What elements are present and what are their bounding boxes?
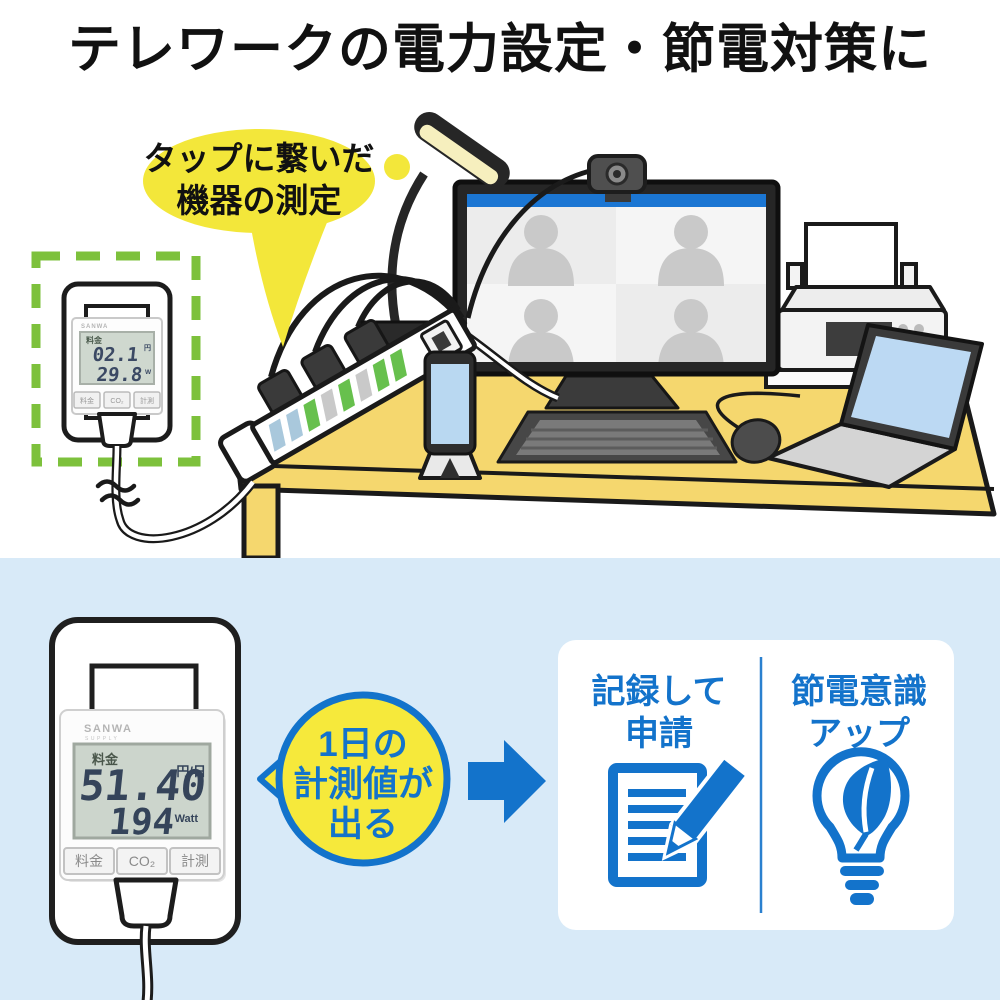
benefit2-line1: 節電意識 xyxy=(791,673,927,711)
result-section: SANWA SUPPLY 料金 51.40 円/日 194 Watt 料金 CO… xyxy=(0,558,1000,1000)
device-button-measure: 計測 xyxy=(181,853,209,869)
mini-button-co2: CO₂ xyxy=(110,398,124,405)
device-brand: SANWA xyxy=(84,723,132,735)
wall-outlet-highlight: SANWA 料金 02.1 円 29.8 W 料金 CO₂ 計測 xyxy=(31,251,257,544)
benefit-eco: 節電意識 アップ xyxy=(791,673,927,905)
device-watt-value: 194 xyxy=(107,801,176,843)
laptop xyxy=(715,323,984,489)
cord-break-squiggle xyxy=(95,479,141,507)
mini-watt-checker: SANWA 料金 02.1 円 29.8 W 料金 CO₂ 計測 xyxy=(71,317,163,415)
result-line2: 計測値が xyxy=(293,765,433,804)
callout-line1: タップに繋いだ xyxy=(144,140,375,177)
device-watt-unit: Watt xyxy=(175,813,199,825)
desk-scene: SANWA 料金 02.1 円 29.8 W 料金 CO₂ 計測 xyxy=(31,20,997,561)
benefit1-line2: 申請 xyxy=(625,714,693,753)
mini-cost-unit: 円 xyxy=(144,344,151,352)
power-strip xyxy=(218,307,477,484)
right-arrow-icon xyxy=(468,740,546,823)
callout-line2: 機器の測定 xyxy=(177,182,342,219)
device-button-co2: CO₂ xyxy=(129,853,155,869)
desk-lamp xyxy=(384,112,510,327)
mini-button-measure: 計測 xyxy=(140,396,154,405)
smartphone xyxy=(418,350,482,480)
webcam xyxy=(465,154,647,319)
benefit-record: 記録して 申請 xyxy=(592,672,751,887)
lamp-glow xyxy=(384,154,410,180)
mini-button-cost: 料金 xyxy=(80,396,94,405)
desk-leg xyxy=(241,483,281,561)
device-cost-value: 51.40 xyxy=(77,761,209,810)
device-brand-sub: SUPPLY xyxy=(85,736,119,742)
watt-checker-closeup: SANWA SUPPLY 料金 51.40 円/日 194 Watt 料金 CO… xyxy=(49,617,241,1000)
keyboard xyxy=(496,410,738,464)
strip-sockets xyxy=(268,348,407,452)
monitor xyxy=(452,179,781,410)
measure-callout: タップに繋いだ 機器の測定 xyxy=(143,129,375,347)
document-pencil-icon xyxy=(608,754,751,887)
benefit1-line1: 記録して xyxy=(592,672,727,711)
videocall-grid xyxy=(467,207,766,362)
mini-plug xyxy=(97,412,137,448)
device-button-cost: 料金 xyxy=(75,853,103,869)
result-bubble: 1日の 計測値が 出る xyxy=(257,691,451,867)
mini-watt-value: 29.8 xyxy=(95,364,143,386)
device-plug xyxy=(113,877,179,929)
eco-lightbulb-icon xyxy=(812,747,910,905)
result-line3: 出る xyxy=(328,805,398,844)
mini-mode-label: 料金 xyxy=(86,335,103,345)
mini-lcd xyxy=(79,331,155,385)
benefits-box: 記録して 申請 xyxy=(558,640,954,930)
mini-cost-value: 02.1 xyxy=(91,344,139,366)
device-mode-label: 料金 xyxy=(92,752,119,767)
printer-paper xyxy=(804,222,898,292)
laptop-screen xyxy=(851,336,971,438)
lamp-light xyxy=(419,124,499,185)
result-line1: 1日の xyxy=(318,725,407,764)
phone-screen xyxy=(431,364,469,444)
device-cost-unit: 円/日 xyxy=(176,764,206,779)
mini-watt-unit: W xyxy=(145,369,152,376)
page-title: テレワークの電力設定・節電対策に xyxy=(68,20,932,79)
device-lcd xyxy=(72,742,212,840)
mouse xyxy=(730,418,782,464)
mini-brand: SANWA xyxy=(81,324,108,330)
benefit2-line2: アップ xyxy=(808,715,910,753)
